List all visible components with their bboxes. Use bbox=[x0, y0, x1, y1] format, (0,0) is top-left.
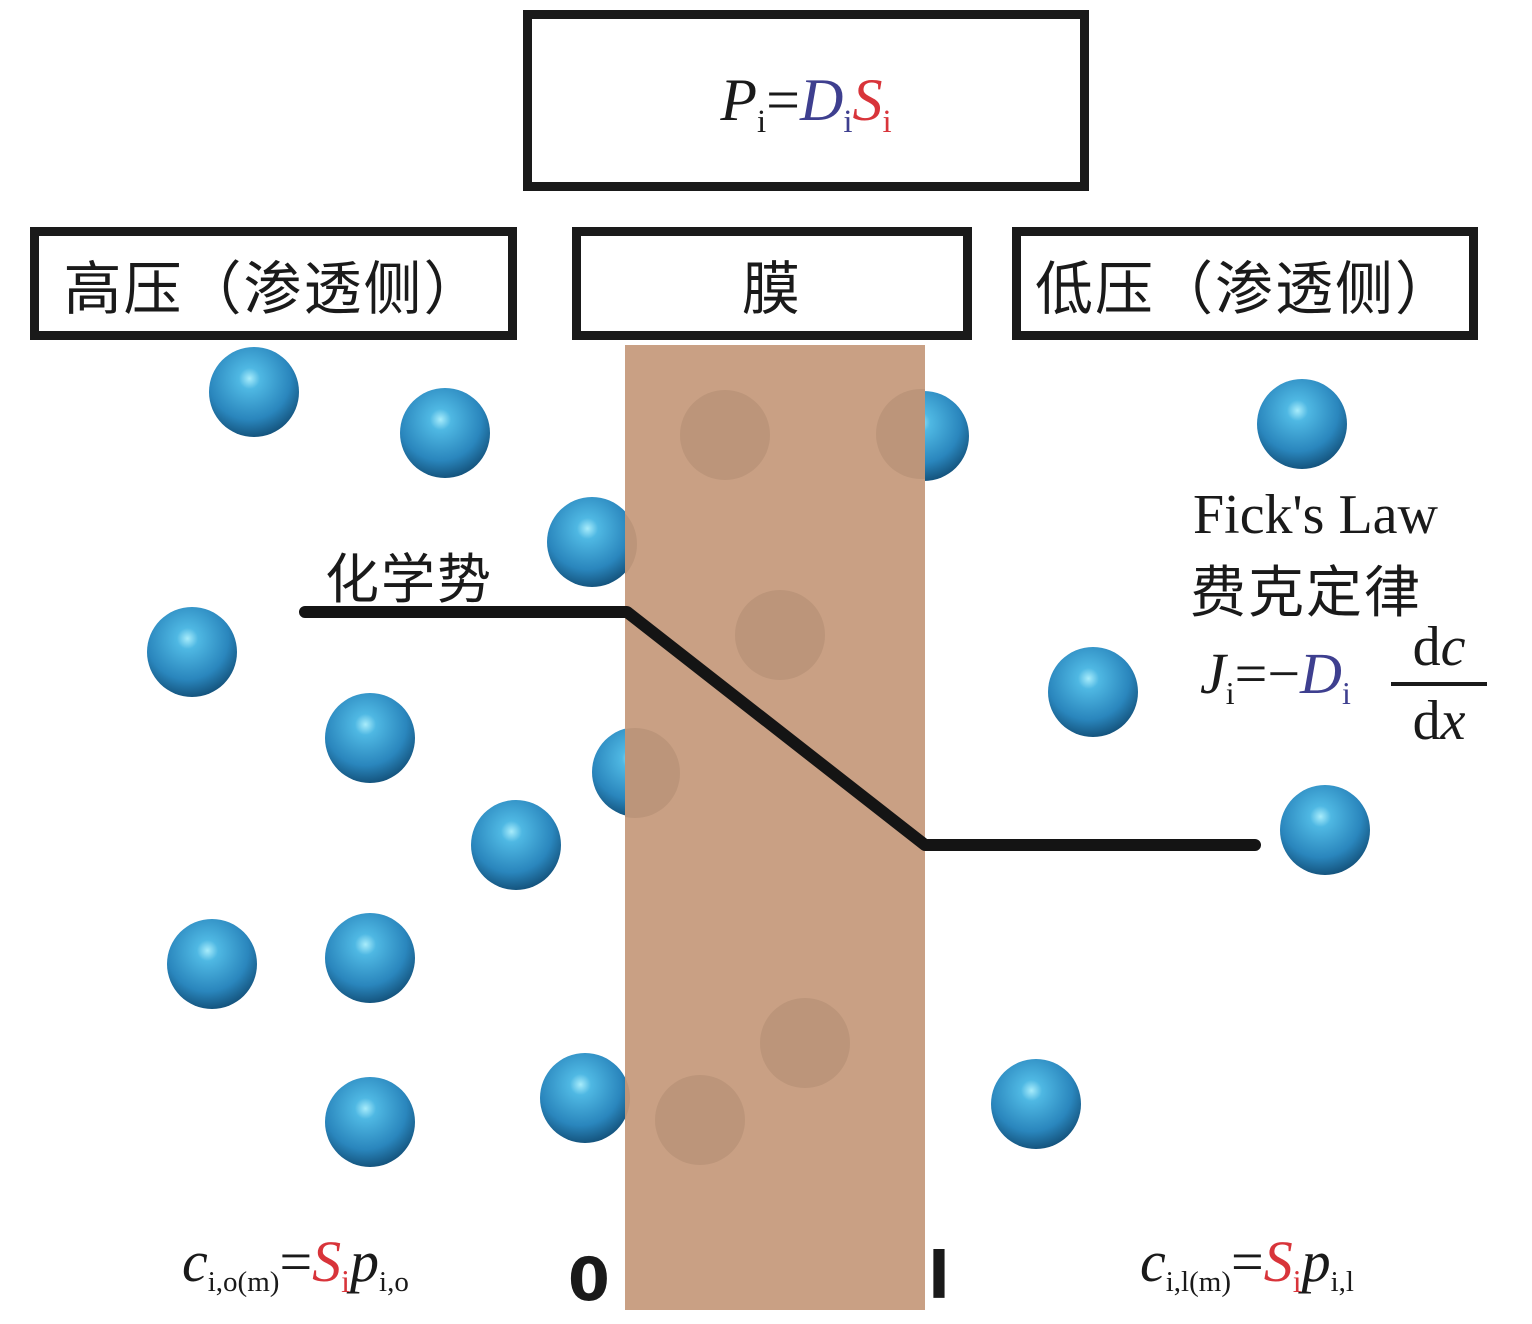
eq-S-sub: i bbox=[882, 103, 892, 140]
molecule-in-membrane bbox=[625, 513, 637, 575]
right-equals: = bbox=[1231, 1229, 1264, 1294]
membrane-label: 膜 bbox=[741, 254, 802, 323]
molecule bbox=[991, 1059, 1081, 1149]
fick-den-x: x bbox=[1440, 690, 1466, 752]
position-zero-label: 0 bbox=[568, 1245, 610, 1315]
eq-P: P bbox=[720, 67, 757, 133]
molecule bbox=[471, 800, 561, 890]
molecule-in-membrane bbox=[760, 998, 850, 1088]
molecule bbox=[167, 919, 257, 1009]
membrane-band bbox=[625, 345, 925, 1310]
fick-equals-minus: =− bbox=[1234, 641, 1301, 706]
eq-P-sub: i bbox=[756, 103, 767, 140]
chemical-potential-label: 化学势 bbox=[325, 548, 493, 611]
molecule-in-membrane bbox=[680, 390, 770, 480]
fick-D: D bbox=[1300, 641, 1342, 706]
right-c: c bbox=[1140, 1229, 1166, 1294]
membrane-box: 膜 bbox=[572, 227, 972, 340]
position-l-label: l bbox=[928, 1240, 950, 1314]
molecule bbox=[147, 607, 237, 697]
molecule bbox=[1257, 379, 1347, 469]
fick-D-sub: i bbox=[1341, 676, 1351, 712]
low-pressure-box: 低压（渗透侧） bbox=[1012, 227, 1478, 340]
permeability-box: Pi=DiSi bbox=[523, 10, 1089, 191]
molecule bbox=[540, 1053, 630, 1143]
fick-denominator: dx bbox=[1395, 686, 1483, 756]
fick-J: J bbox=[1200, 641, 1226, 706]
fick-num-d: d bbox=[1412, 616, 1441, 678]
molecules-inside bbox=[625, 389, 925, 1165]
right-p: p bbox=[1301, 1229, 1331, 1294]
left-S-sub: i bbox=[341, 1264, 351, 1300]
molecule bbox=[325, 1077, 415, 1167]
molecule-in-membrane bbox=[735, 590, 825, 680]
molecule bbox=[209, 347, 299, 437]
fick-numerator: dc bbox=[1395, 612, 1483, 682]
left-p: p bbox=[350, 1229, 380, 1294]
right-S-sub: i bbox=[1292, 1264, 1302, 1300]
molecule bbox=[400, 388, 490, 478]
fick-num-c: c bbox=[1440, 616, 1466, 678]
molecule bbox=[1280, 785, 1370, 875]
molecule bbox=[325, 693, 415, 783]
ficks-law-title-cn: 费克定律 bbox=[1190, 561, 1422, 626]
left-boundary-equation: ci,o(m)=Sipi,o bbox=[182, 1228, 409, 1299]
molecules-outside bbox=[147, 347, 1370, 1167]
fick-J-sub: i bbox=[1225, 676, 1235, 712]
fick-den-d: d bbox=[1412, 690, 1441, 752]
eq-equals: = bbox=[766, 67, 800, 133]
eq-D-sub: i bbox=[843, 103, 853, 140]
chemical-potential-line bbox=[299, 606, 1261, 851]
left-equals: = bbox=[279, 1229, 313, 1294]
high-pressure-label: 高压（渗透侧） bbox=[63, 254, 484, 323]
right-S: S bbox=[1263, 1229, 1293, 1294]
high-pressure-box: 高压（渗透侧） bbox=[30, 227, 517, 340]
molecule-in-membrane bbox=[625, 1077, 630, 1119]
left-c: c bbox=[182, 1229, 208, 1294]
ficks-law-title-en: Fick's Law bbox=[1193, 484, 1438, 546]
fick-fraction: dc dx bbox=[1391, 612, 1487, 756]
molecule bbox=[325, 913, 415, 1003]
fraction-bar bbox=[1391, 682, 1487, 686]
left-p-sub: i,o bbox=[379, 1266, 409, 1299]
right-c-sub: i,l(m) bbox=[1165, 1266, 1231, 1299]
low-pressure-label: 低压（渗透侧） bbox=[1034, 254, 1455, 323]
right-p-sub: i,l bbox=[1330, 1266, 1354, 1299]
eq-S: S bbox=[852, 67, 883, 133]
molecule-in-membrane bbox=[625, 728, 680, 818]
molecule-in-membrane bbox=[876, 389, 925, 479]
molecule bbox=[1048, 647, 1138, 737]
left-S: S bbox=[312, 1229, 342, 1294]
permeability-equation: Pi=DiSi bbox=[720, 66, 891, 140]
right-boundary-equation: ci,l(m)=Sipi,l bbox=[1140, 1228, 1354, 1299]
molecule-in-membrane bbox=[655, 1075, 745, 1165]
ficks-law-equation: Ji=−Di bbox=[1200, 640, 1351, 711]
eq-D: D bbox=[799, 67, 844, 133]
left-c-sub: i,o(m) bbox=[207, 1266, 280, 1299]
molecule bbox=[547, 497, 637, 587]
